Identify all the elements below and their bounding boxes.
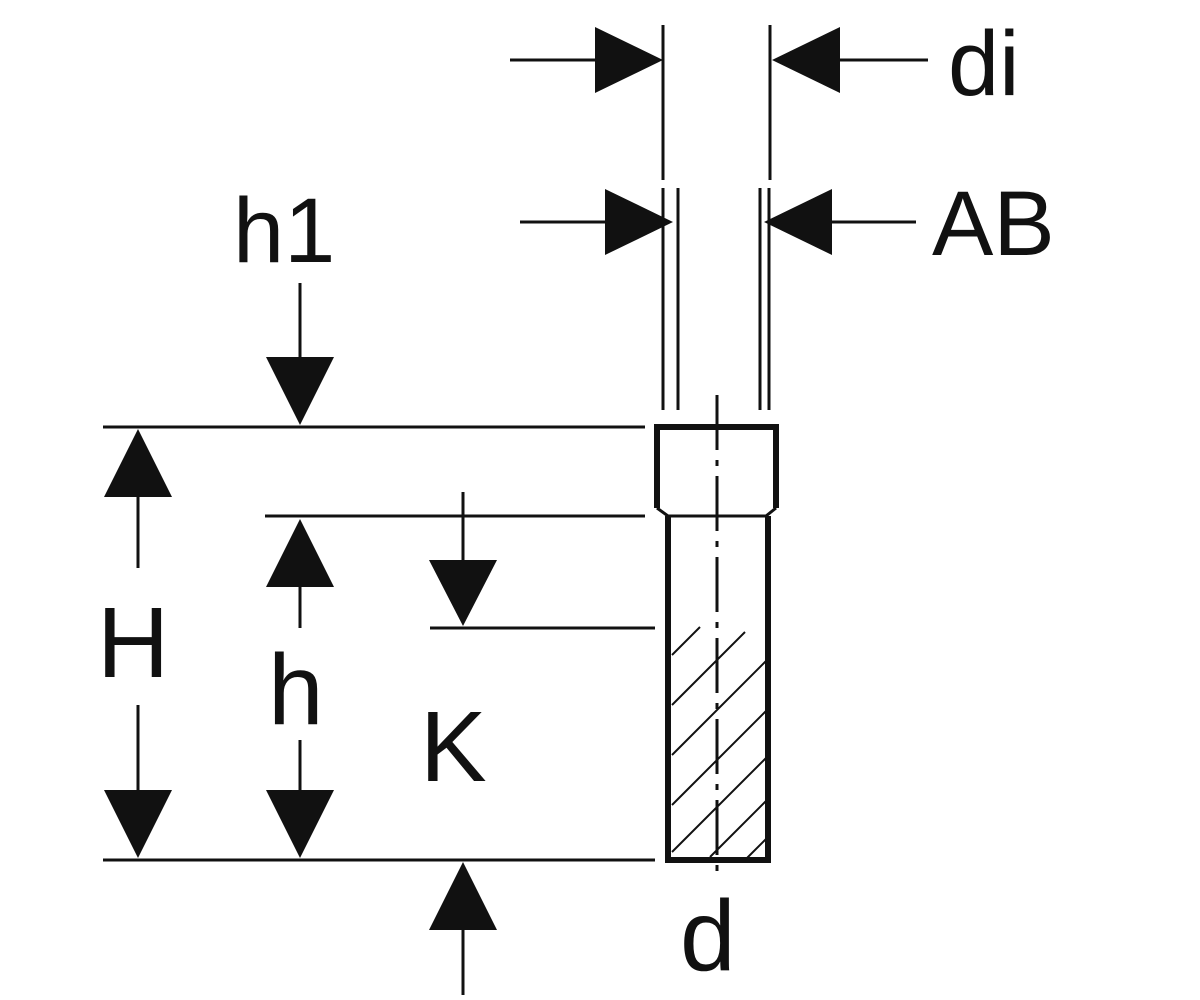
ab-arrow-left-head: [605, 189, 673, 255]
K-dimension: K: [420, 492, 497, 995]
pipe-hatching: [671, 626, 767, 861]
H-arrow-bottom-head: [104, 790, 172, 858]
di-label: di: [948, 13, 1020, 115]
h-dimension: h: [266, 519, 334, 858]
h1-arrow-head: [266, 357, 334, 425]
H-arrow-top-head: [104, 429, 172, 497]
di-arrow-right-head: [772, 27, 840, 93]
ab-dimension: AB: [520, 173, 1055, 410]
h1-dimension: h1: [233, 180, 335, 425]
ab-label: AB: [932, 173, 1055, 275]
h-label: h: [268, 634, 324, 746]
di-arrow-left-head: [595, 27, 663, 93]
h-arrow-top-head: [266, 519, 334, 587]
reference-lines: [103, 425, 655, 862]
d-label: d: [680, 880, 736, 992]
K-arrow-top-head: [429, 560, 497, 626]
pipe-body-outline: [665, 516, 771, 863]
ab-arrow-right-head: [764, 189, 832, 255]
K-arrow-bottom-head: [429, 862, 497, 930]
h1-label: h1: [233, 180, 335, 282]
H-label: H: [97, 587, 169, 699]
H-dimension: H: [97, 429, 172, 858]
h-arrow-bottom-head: [266, 790, 334, 858]
di-dimension: di: [510, 13, 1020, 180]
K-label: K: [420, 691, 487, 803]
pipe-part: [654, 395, 779, 878]
